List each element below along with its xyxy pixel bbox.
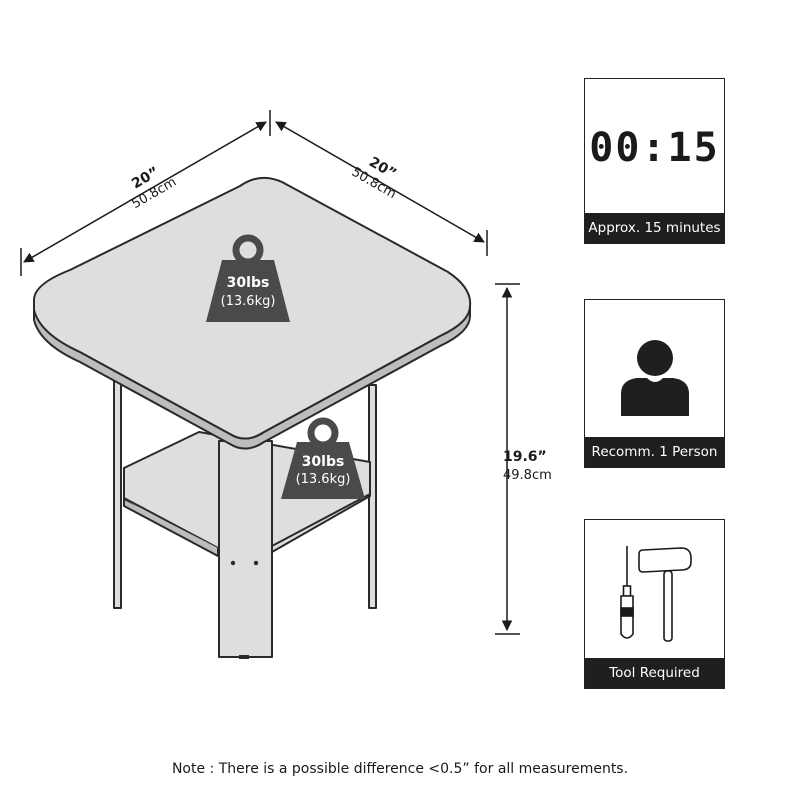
height-inches: 19.6” (503, 449, 547, 465)
height-cm: 49.8cm (503, 468, 552, 483)
digital-clock-icon: 00:15 (585, 79, 724, 215)
shelf-weight-kg: (13.6kg) (296, 472, 351, 487)
tools-card: Tool Required (584, 519, 725, 689)
hammer-icon (638, 547, 692, 642)
assembly-time-card: 00:15 Approx. 15 minutes (584, 78, 725, 244)
people-card: Recomm. 1 Person (584, 299, 725, 468)
measurement-note: Note : There is a possible difference <0… (171, 761, 629, 777)
front-leg (218, 440, 273, 658)
top-weight-lbs: 30lbs (227, 275, 270, 291)
end-table-illustration (33, 176, 472, 659)
screwdriver-icon (620, 546, 634, 639)
timer-display: 00:15 (589, 125, 720, 171)
shelf-weight-lbs: 30lbs (302, 454, 345, 470)
weight-badge-top: 30lbs (13.6kg) (206, 234, 290, 322)
assembly-time-caption: Approx. 15 minutes (585, 213, 724, 243)
back-left-leg (113, 369, 122, 609)
person-icon (585, 300, 724, 439)
people-caption: Recomm. 1 Person (585, 437, 724, 467)
screwdriver-hammer-icon (585, 520, 724, 660)
weight-badge-shelf: 30lbs (13.6kg) (281, 417, 365, 499)
tools-caption: Tool Required (585, 658, 724, 688)
top-weight-kg: (13.6kg) (221, 294, 276, 309)
height-dimension: 19.6” 49.8cm (495, 283, 552, 635)
